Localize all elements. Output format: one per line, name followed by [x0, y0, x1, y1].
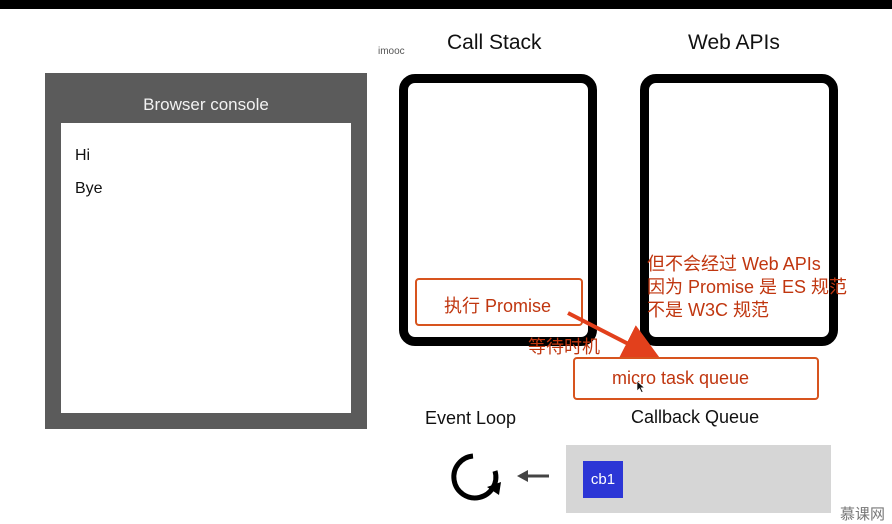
browser-console-output: Hi Bye	[61, 123, 351, 413]
micro-task-queue-text: micro task queue	[612, 368, 750, 388]
brand-watermark: 慕课网	[840, 506, 886, 523]
execute-promise-text: 执行 Promise	[444, 296, 552, 316]
wait-timing-label: 等待时机	[528, 337, 600, 357]
call-stack-heading: Call Stack	[447, 31, 542, 54]
red-arrow-line	[567, 311, 663, 362]
console-line-hi: Hi	[75, 147, 91, 164]
promise-note-line-1: 但不会经过 Web APIs	[647, 254, 821, 274]
top-bar	[0, 0, 892, 9]
execute-promise-box: 执行 Promise	[415, 278, 583, 326]
callback-queue-item-cb1: cb1	[583, 461, 623, 498]
browser-console: Browser console Hi Bye	[45, 73, 367, 429]
promise-note-line-2: 因为 Promise 是 ES 规范	[647, 277, 848, 297]
event-loop-label: Event Loop	[425, 408, 517, 428]
promise-note-line-3: 不是 W3C 规范	[647, 300, 770, 320]
web-apis-heading: Web APIs	[688, 31, 780, 54]
web-apis-box	[640, 74, 838, 346]
callback-queue-label: Callback Queue	[631, 407, 760, 427]
browser-console-title: Browser console	[143, 95, 269, 114]
micro-task-queue-box: micro task queue	[573, 357, 819, 400]
promise-note: 但不会经过 Web APIs 因为 Promise 是 ES 规范 不是 W3C…	[647, 253, 847, 322]
imooc-watermark: imooc	[378, 46, 405, 57]
console-line-bye: Bye	[75, 180, 103, 197]
